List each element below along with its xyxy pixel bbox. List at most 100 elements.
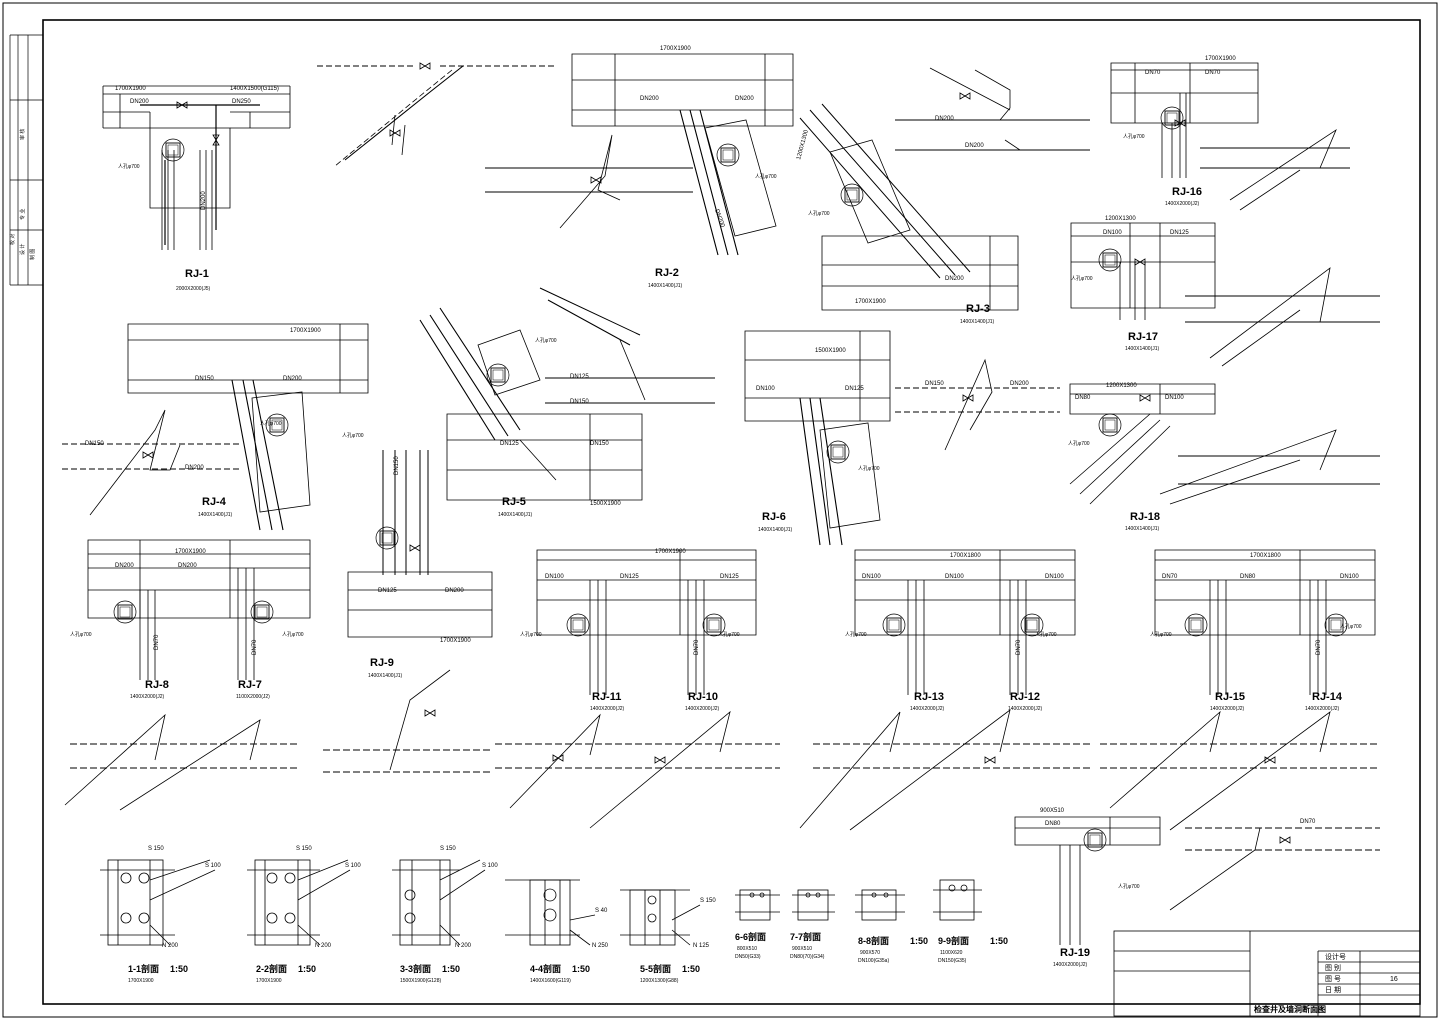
detail-size: 1700X1900 [440, 638, 471, 644]
drawing-name: 检查井及墙洞断面图 [1254, 1004, 1326, 1014]
section-title: 2-2剖面 [256, 963, 287, 974]
pipe-diameter-label: DN100 [756, 386, 775, 392]
section-4-4 [505, 879, 596, 946]
tb-row-drawing-no: 图 号 [1325, 975, 1341, 983]
pipe-diameter-label: DN70 [154, 634, 160, 650]
detail-subtitle: 1400X2000(J2) [910, 706, 945, 712]
pipe-diameter-label: DN200 [185, 465, 204, 471]
section-9-9 [933, 879, 982, 921]
section-size: 1200X1300(G88) [640, 978, 679, 984]
section-title: 7-7剖面 [790, 931, 821, 942]
section-note: N 125 [693, 943, 710, 949]
detail-size: 1200X1300 [1105, 216, 1136, 222]
side-strip-label: 设 计 [19, 244, 26, 255]
pipe-diameter-label: DN200 [945, 276, 964, 282]
manhole-label: 人孔φ700 [118, 163, 140, 170]
inner-frame [42, 19, 1421, 1005]
manhole-label: 人孔φ700 [70, 631, 92, 638]
section-title: 9-9剖面 [938, 935, 969, 946]
pipe-diameter-label: DN100 [862, 574, 881, 580]
section-scale: 1:50 [910, 936, 928, 946]
detail-subtitle: 1400X1400(J1) [198, 512, 233, 518]
manhole-label: 人孔φ700 [1068, 440, 1090, 447]
detail-size: 1200X1300 [1106, 383, 1137, 389]
pipe-diameter-label: DN70 [1162, 574, 1178, 580]
section-size: 1500X1900(G128) [400, 978, 441, 984]
detail-size-secondary: 1400X1500(G115) [230, 86, 279, 92]
detail-subtitle: 1400X1400(J1) [498, 512, 533, 518]
detail-title: RJ-3 [966, 303, 990, 315]
detail-size: 900X510 [1040, 808, 1065, 814]
pipe-diameter-label: DN125 [570, 374, 589, 380]
manhole-label: 人孔φ700 [1150, 631, 1172, 638]
detail-title: RJ-19 [1060, 947, 1090, 959]
detail-subtitle: 2000X2000(J5) [176, 286, 211, 292]
section-note: S 100 [482, 863, 498, 869]
pipe-diameter-label: DN70 [1316, 639, 1322, 655]
detail-size: 1500X1900 [590, 501, 621, 507]
pipe-diameter-label: DN125 [845, 386, 864, 392]
detail-title: RJ-7 [238, 679, 262, 691]
detail-size: 1700X1900 [855, 299, 886, 305]
detail-title: RJ-14 [1312, 691, 1343, 703]
section-title: 6-6剖面 [735, 931, 766, 942]
pipe-diameter-label: DN200 [1010, 381, 1029, 387]
section-note: N 200 [455, 943, 472, 949]
pipe-diameter-label: DN200 [130, 99, 149, 105]
manhole-label: 人孔φ700 [1035, 631, 1057, 638]
detail-title: RJ-18 [1130, 511, 1160, 523]
detail-title: RJ-4 [202, 496, 227, 508]
section-note: S 150 [148, 846, 164, 852]
detail-subtitle: 1100X2000(J2) [236, 694, 270, 700]
section-note: N 200 [162, 943, 179, 949]
detail-size: 1500X1900 [815, 348, 846, 354]
tb-row-date: 日 期 [1325, 986, 1341, 994]
section-scale: 1:50 [442, 964, 460, 974]
pipe-diameter-label: DN70 [1205, 70, 1221, 76]
pipe-diameter-label: DN100 [1045, 574, 1064, 580]
manhole-label: 人孔φ700 [858, 465, 880, 472]
detail-title: RJ-1 [185, 268, 209, 280]
detail-size: 1700X1900 [1205, 56, 1236, 62]
detail-title: RJ-6 [762, 511, 786, 523]
linework [62, 53, 1380, 946]
pipe-diameter-label: DN125 [620, 574, 639, 580]
detail-size: 1700X1900 [115, 86, 146, 92]
manhole-label: 人孔φ700 [845, 631, 867, 638]
pipe-diameter-label: DN150 [590, 441, 609, 447]
pipe-diameter-label: DN200 [713, 209, 725, 229]
detail-subtitle: 1400X2000(J2) [685, 706, 720, 712]
detail-subtitle: 1400X2000(J2) [1165, 201, 1200, 207]
section-pipe: DN150(G35) [938, 958, 967, 964]
section-size: 1700X1900 [256, 978, 282, 984]
pipe-diameter-label: DN150 [570, 399, 589, 405]
tb-row-design-no: 设计号 [1325, 952, 1346, 961]
section-pipe: DN100(G35a) [858, 958, 889, 964]
section-scale: 1:50 [990, 936, 1008, 946]
side-strip-label: 校 对 [9, 234, 16, 245]
pipe-diameter-label: DN80 [1075, 395, 1091, 401]
tb-sheet-no: 16 [1390, 976, 1398, 983]
section-size: 1400X1600(G119) [530, 978, 571, 984]
manhole-label: 人孔φ700 [1118, 883, 1140, 890]
manhole-label: 人孔φ700 [282, 631, 304, 638]
pipe-diameter-label: DN200 [445, 588, 464, 594]
detail-subtitle: 1400X1400(J1) [648, 283, 683, 289]
section-2-2 [247, 859, 351, 946]
detail-subtitle: 1400X2000(J2) [1305, 706, 1340, 712]
symbols [113, 62, 1348, 852]
section-title: 8-8剖面 [858, 935, 889, 946]
pipe-diameter-label: DN200 [178, 563, 197, 569]
detail-title: RJ-2 [655, 267, 679, 279]
labels: RJ-1 2000X2000(J5) 1700X1900 1400X1500(G115… [70, 46, 1362, 984]
detail-size: 1700X1900 [175, 549, 206, 555]
detail-title: RJ-9 [370, 657, 394, 669]
section-note: S 150 [296, 846, 312, 852]
detail-subtitle: 1400X1400(J1) [1125, 526, 1160, 532]
section-pipe: DN50(G33) [735, 954, 761, 960]
manhole-label: 人孔φ700 [1123, 133, 1145, 140]
section-7-7 [792, 889, 835, 921]
detail-title: RJ-10 [688, 691, 718, 703]
